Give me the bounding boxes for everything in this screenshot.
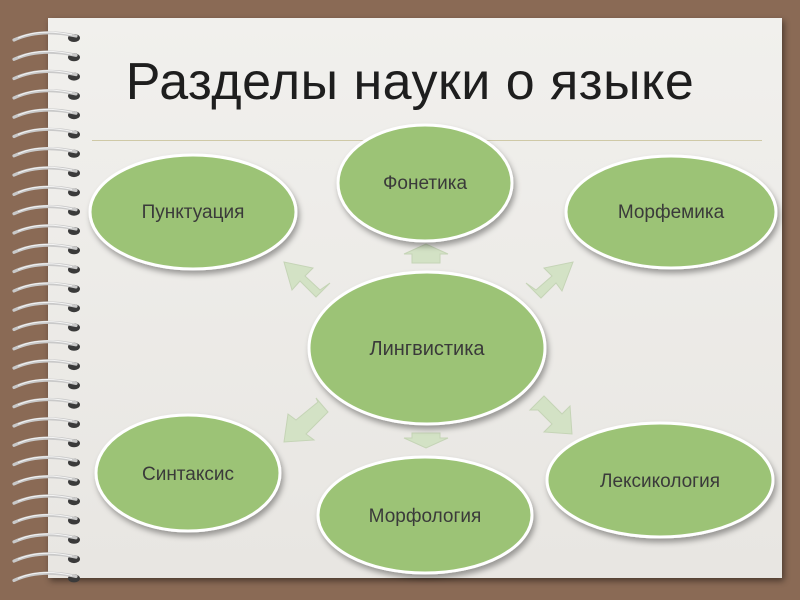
node-punktuatsiya: Пунктуация bbox=[88, 153, 298, 271]
node-morfologiya: Морфология bbox=[316, 455, 534, 575]
arrow-to-fonetika bbox=[403, 243, 449, 264]
node-morfologiya-label: Морфология bbox=[369, 506, 482, 527]
arrow-to-leksikologiya bbox=[528, 395, 573, 435]
node-lingvistika: Лингвистика bbox=[307, 270, 547, 426]
node-leksikologiya-label: Лексикология bbox=[600, 471, 720, 492]
node-morfemika-label: Морфемика bbox=[618, 202, 725, 223]
node-fonetika: Фонетика bbox=[336, 123, 514, 243]
node-lingvistika-label: Лингвистика bbox=[369, 338, 485, 360]
node-morfemika: Морфемика bbox=[564, 154, 778, 270]
arrow-to-morfemika bbox=[525, 261, 574, 299]
arrow-to-morfologiya bbox=[403, 432, 449, 449]
node-sintaksis-label: Синтаксис bbox=[142, 464, 234, 485]
node-fonetika-label: Фонетика bbox=[383, 173, 467, 194]
arrow-to-punktuatsiya bbox=[283, 261, 331, 298]
slide-title: Разделы науки о языке bbox=[125, 53, 695, 111]
node-sintaksis: Синтаксис bbox=[94, 413, 282, 533]
arrow-to-sintaksis bbox=[283, 397, 329, 443]
node-leksikologiya: Лексикология bbox=[545, 421, 775, 539]
node-punktuatsiya-label: Пунктуация bbox=[142, 202, 245, 223]
